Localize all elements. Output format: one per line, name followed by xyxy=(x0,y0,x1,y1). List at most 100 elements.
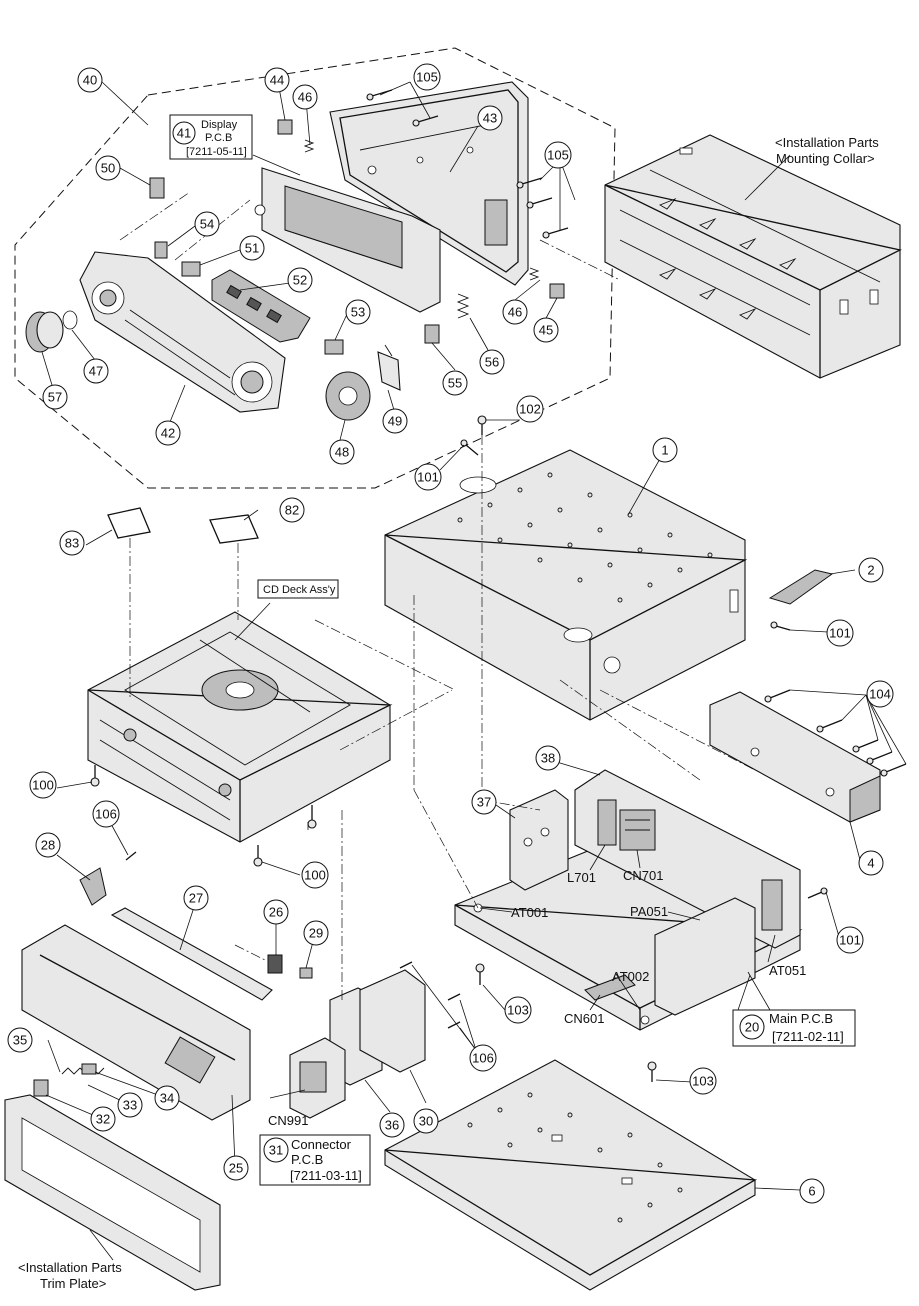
callout-57: 57 xyxy=(42,384,68,410)
callout-6: 6 xyxy=(799,1178,825,1204)
ref-AT002: AT002 xyxy=(612,969,649,984)
callout-56: 56 xyxy=(479,349,505,375)
part-26 xyxy=(267,954,283,974)
callout-44: 44 xyxy=(264,67,290,93)
svg-text:36: 36 xyxy=(385,1118,399,1133)
trim-plate-label-line1: <Installation Parts xyxy=(18,1260,122,1275)
main-pcb-part xyxy=(454,769,803,1031)
callout-49: 49 xyxy=(382,408,408,434)
knob-part-57 xyxy=(25,311,64,353)
callout-102: 102 xyxy=(516,395,544,423)
svg-text:Main P.C.B: Main P.C.B xyxy=(769,1011,833,1026)
svg-text:[7211-05-11]: [7211-05-11] xyxy=(186,146,247,158)
display-pcb-label: 41 Display P.C.B [7211-05-11] xyxy=(169,114,253,160)
guide-lines xyxy=(119,191,756,1000)
trim-plate-part xyxy=(4,1094,221,1291)
ref-CN601: CN601 xyxy=(564,1011,604,1026)
callout-104: 104 xyxy=(866,680,894,708)
bracket-part-49 xyxy=(377,344,401,391)
callout-105-right: 105 xyxy=(544,141,572,169)
callout-101-lower: 101 xyxy=(836,926,864,954)
svg-text:2: 2 xyxy=(867,563,874,578)
callout-106-left: 106 xyxy=(92,800,120,828)
cd-deck-part xyxy=(87,611,393,843)
callout-53: 53 xyxy=(345,299,371,325)
svg-text:50: 50 xyxy=(101,161,115,176)
part-53 xyxy=(324,339,344,355)
svg-text:4: 4 xyxy=(867,856,874,871)
svg-text:103: 103 xyxy=(692,1074,714,1089)
svg-text:25: 25 xyxy=(229,1161,243,1176)
callout-34: 34 xyxy=(154,1085,180,1111)
callout-50: 50 xyxy=(95,155,121,181)
lever-part-28 xyxy=(79,867,107,906)
callout-2: 2 xyxy=(858,557,884,583)
button-part-32 xyxy=(33,1079,49,1097)
button-strip-part xyxy=(211,269,311,343)
svg-text:34: 34 xyxy=(160,1091,174,1106)
callout-106-right: 106 xyxy=(469,1044,497,1072)
front-panel-group-outline xyxy=(14,47,616,489)
svg-text:56: 56 xyxy=(485,355,499,370)
svg-text:29: 29 xyxy=(309,926,323,941)
callout-38: 38 xyxy=(535,745,561,771)
part-44 xyxy=(277,119,293,135)
cd-deck-label: CD Deck Ass'y xyxy=(257,579,339,599)
bracket-part-2 xyxy=(768,569,834,605)
svg-text:[7211-02-11]: [7211-02-11] xyxy=(772,1029,844,1044)
mounting-collar-label-line2: Mounting Collar> xyxy=(776,151,875,166)
part-29 xyxy=(299,967,313,979)
svg-text:105: 105 xyxy=(547,148,569,163)
callout-45: 45 xyxy=(533,317,559,343)
screws-105 xyxy=(366,89,569,239)
encoder-part-48 xyxy=(325,371,371,421)
ref-CN701: CN701 xyxy=(623,868,663,883)
svg-text:41: 41 xyxy=(177,126,191,141)
svg-text:46: 46 xyxy=(298,90,312,105)
svg-text:100: 100 xyxy=(304,868,326,883)
callout-105-top: 105 xyxy=(413,63,441,91)
callout-4: 4 xyxy=(858,850,884,876)
svg-text:1: 1 xyxy=(661,443,668,458)
bottom-cover-part xyxy=(384,1059,758,1291)
mounting-collar-label-line1: <Installation Parts xyxy=(775,135,879,150)
svg-text:83: 83 xyxy=(65,536,79,551)
front-chassis-part-25 xyxy=(21,924,251,1121)
callout-82: 82 xyxy=(279,497,305,523)
svg-text:52: 52 xyxy=(293,273,307,288)
svg-text:54: 54 xyxy=(200,217,214,232)
callout-27: 27 xyxy=(183,885,209,911)
ref-AT001: AT001 xyxy=(511,905,548,920)
svg-text:Connector: Connector xyxy=(291,1137,352,1152)
svg-text:[7211-03-11]: [7211-03-11] xyxy=(290,1168,362,1183)
svg-text:106: 106 xyxy=(472,1051,494,1066)
connector-pcb-part xyxy=(289,987,383,1119)
svg-text:44: 44 xyxy=(270,73,284,88)
connector-pcb-label: 31 Connector P.C.B [7211-03-11] xyxy=(259,1134,371,1186)
svg-text:20: 20 xyxy=(745,1020,759,1035)
callout-55: 55 xyxy=(442,370,468,396)
screws-100 xyxy=(90,765,317,867)
callout-26: 26 xyxy=(263,899,289,925)
svg-text:57: 57 xyxy=(48,390,62,405)
spring-part-46-top xyxy=(303,139,315,153)
callout-103-left: 103 xyxy=(504,996,532,1024)
svg-text:33: 33 xyxy=(123,1098,137,1113)
svg-text:45: 45 xyxy=(539,323,553,338)
svg-text:53: 53 xyxy=(351,305,365,320)
callout-30: 30 xyxy=(413,1108,439,1134)
svg-text:101: 101 xyxy=(839,933,861,948)
svg-text:46: 46 xyxy=(508,305,522,320)
part-50 xyxy=(149,177,165,199)
svg-text:105: 105 xyxy=(416,70,438,85)
callout-83: 83 xyxy=(59,530,85,556)
callout-101-top: 101 xyxy=(414,463,442,491)
main-pcb-label: 20 Main P.C.B [7211-02-11] xyxy=(732,1009,856,1047)
part-55 xyxy=(424,324,440,344)
face-panel-part xyxy=(79,251,286,413)
callout-46-right: 46 xyxy=(502,299,528,325)
svg-text:P.C.B: P.C.B xyxy=(291,1152,323,1167)
part-34 xyxy=(81,1063,97,1075)
main-chassis-part xyxy=(384,449,748,721)
svg-text:49: 49 xyxy=(388,414,402,429)
